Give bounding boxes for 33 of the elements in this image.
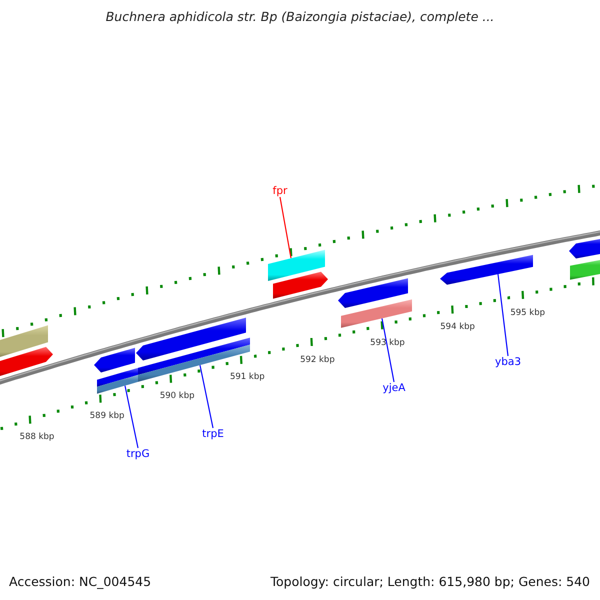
gene-feature <box>440 254 533 285</box>
scale-label: 595 kbp <box>510 308 545 318</box>
gene-feature <box>341 299 412 328</box>
gene-feature <box>0 325 48 359</box>
gene-label: fpr <box>272 185 288 197</box>
gene-feature <box>273 272 328 299</box>
leader-line <box>124 386 139 448</box>
gene-feature <box>0 346 53 378</box>
gene-label: trpG <box>126 448 150 460</box>
scale-label: 592 kbp <box>300 354 335 365</box>
gene-feature <box>94 348 135 372</box>
gene-feature <box>338 278 408 308</box>
gene-label: yba3 <box>495 356 521 368</box>
gene-feature <box>570 258 600 280</box>
gene-feature <box>268 250 325 281</box>
gene-label: yjeA <box>382 382 406 394</box>
footer-text: Accession: NC_004545 <box>9 574 152 589</box>
gene-feature <box>569 238 600 258</box>
scale-label: 589 kbp <box>90 410 124 421</box>
diagram-title: Buchnera aphidicola str. Bp (Baizongia pistaciae), complete ... <box>104 9 496 24</box>
scale-label: 588 kbp <box>20 432 54 442</box>
scale-label: 590 kbp <box>160 391 194 401</box>
scale-label: 591 kbp <box>230 372 265 382</box>
leader-line <box>497 274 509 356</box>
leader-line <box>279 196 292 258</box>
leader-line <box>381 318 395 382</box>
gene-feature <box>136 318 246 360</box>
scale-label: 593 kbp <box>370 338 405 348</box>
gene-feature <box>97 368 138 394</box>
footer-text: Topology: circular; Length: 615,980 bp; Genes: 540 <box>270 574 590 589</box>
gene-label: trpE <box>202 428 224 440</box>
scale-label: 594 kbp <box>440 322 475 332</box>
gene-feature <box>138 338 250 382</box>
